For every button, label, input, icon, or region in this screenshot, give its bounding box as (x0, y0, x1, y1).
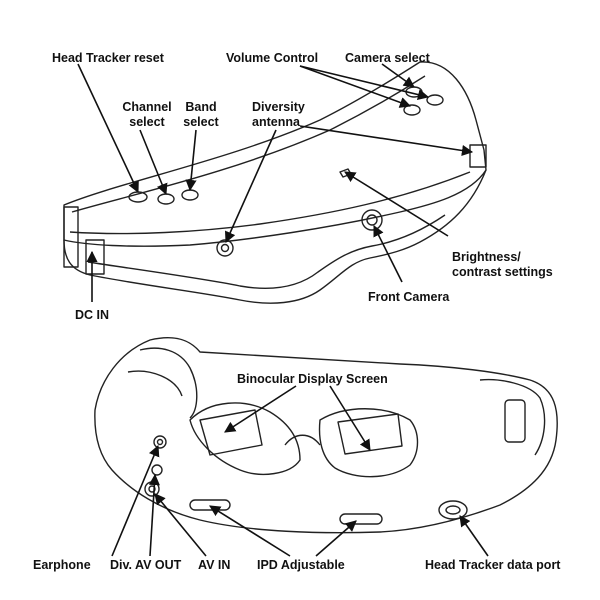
left-foam-pad (139, 347, 198, 419)
channel-select-button (157, 193, 175, 205)
label-av-in: AV IN (198, 558, 231, 572)
label-head-tracker-reset: Head Tracker reset (52, 51, 164, 65)
left-display-screen (199, 409, 263, 456)
leader-head-tracker-port (459, 515, 489, 557)
volume-button-b (426, 94, 444, 106)
top-lower-outline (63, 169, 487, 304)
label-brightness-line1: Brightness/ (452, 250, 521, 264)
leader-camera-select (381, 63, 415, 88)
label-volume-control: Volume Control (226, 51, 319, 65)
bottom-outer-shell (94, 336, 558, 534)
earphone-jack (153, 435, 167, 449)
label-camera-select: Camera select (345, 51, 430, 65)
right-strap-slot (504, 399, 526, 443)
leader-ipd-right (315, 520, 357, 557)
leader-av-in (154, 493, 207, 557)
leader-channel-select (139, 129, 168, 196)
label-ipd-adjustable: IPD Adjustable (257, 558, 345, 572)
label-channel-select-line2: select (129, 115, 165, 129)
leader-display-right (329, 385, 371, 451)
label-band-select-line2: select (183, 115, 219, 129)
top-goggles (63, 61, 487, 304)
left-eye-cup (189, 402, 301, 475)
div-av-out-jack (151, 464, 163, 476)
label-diversity-antenna: Diversity antenna (252, 100, 305, 130)
label-brightness-line2: contrast settings (452, 265, 553, 279)
diversity-antenna-jack (216, 239, 234, 257)
label-diversity-antenna-line1: Diversity (252, 100, 305, 114)
leader-ipd-left (209, 505, 291, 557)
right-display-screen (337, 413, 403, 455)
label-diversity-antenna-line2: antenna (252, 115, 300, 129)
bottom-goggles (94, 336, 558, 534)
label-band-select: Band select (176, 100, 226, 130)
band-select-button (181, 189, 199, 201)
volume-button-a (403, 104, 421, 116)
leader-band-select (185, 129, 197, 192)
label-dc-in: DC IN (75, 308, 110, 322)
label-front-camera: Front Camera (368, 290, 450, 304)
head-tracker-port (438, 500, 468, 520)
leader-volume-a (299, 65, 412, 108)
leader-diversity-antenna-2 (299, 125, 474, 157)
leader-lines (77, 63, 489, 557)
top-mid-line (69, 171, 471, 235)
left-strap-block (63, 206, 79, 268)
leader-diversity-antenna (224, 129, 277, 244)
leader-brightness (344, 171, 449, 237)
label-band-select-line1: Band (185, 100, 217, 114)
leader-div-av-out (148, 473, 160, 557)
label-channel-select-line1: Channel (122, 100, 172, 114)
label-channel-select: Channel select (112, 100, 182, 130)
top-rim-line (71, 75, 426, 213)
ipd-slider-right (339, 513, 383, 525)
top-lower-inner (87, 214, 446, 289)
av-in-jack (144, 481, 160, 497)
label-head-tracker-data-port: Head Tracker data port (425, 558, 561, 572)
right-foam-pad (479, 378, 546, 456)
nose-bridge (284, 434, 321, 446)
label-brightness-contrast: Brightness/ contrast settings (452, 250, 553, 280)
label-binocular-display: Binocular Display Screen (237, 372, 388, 386)
top-shell-outline (63, 61, 487, 247)
label-div-av-out: Div. AV OUT (110, 558, 182, 572)
label-earphone: Earphone (33, 558, 91, 572)
leader-front-camera (373, 224, 403, 283)
leader-head-tracker-reset (77, 63, 139, 194)
ipd-slider-left (189, 499, 231, 511)
leader-volume-b (299, 65, 430, 101)
right-eye-cup (318, 408, 419, 478)
front-camera-lens (361, 209, 383, 231)
dc-in-socket (85, 239, 105, 275)
leader-display-left (224, 385, 297, 433)
leader-earphone (111, 444, 160, 557)
